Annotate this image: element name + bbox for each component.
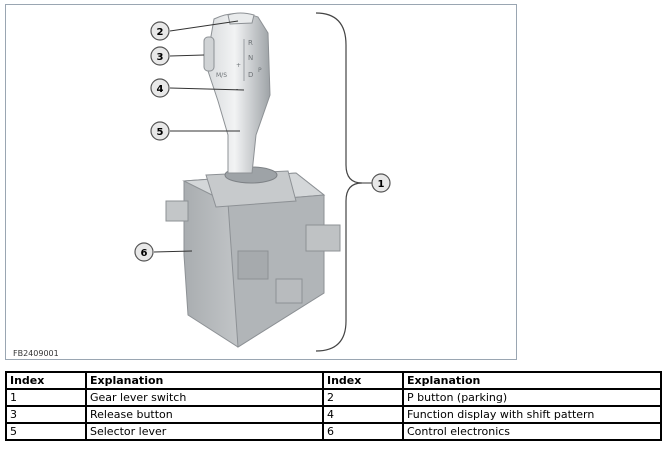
- legend-table: Index Explanation Index Explanation 1 Ge…: [5, 371, 662, 441]
- explanation-cell: Release button: [85, 405, 324, 424]
- callout-6: 6: [134, 242, 154, 262]
- svg-text:1: 1: [378, 179, 385, 190]
- gear-selector-illustration: R N P D M/S + - 2 3: [134, 12, 391, 352]
- explanation-cell: Selector lever: [85, 422, 324, 441]
- figure-panel: R N P D M/S + - 2 3: [5, 4, 517, 360]
- leader-lines: [153, 20, 372, 253]
- index-cell: 5: [5, 422, 87, 441]
- svg-text:4: 4: [157, 84, 164, 95]
- index-cell: 3: [5, 405, 87, 424]
- index-cell: 4: [322, 405, 404, 424]
- table-row: 1 Gear lever switch 2 P button (parking): [5, 388, 662, 407]
- callout-4: 4: [150, 78, 170, 98]
- release-button: [203, 36, 215, 72]
- lever-mark-plus: +: [236, 62, 241, 69]
- header-index: Index: [5, 371, 87, 390]
- explanation-cell: P button (parking): [402, 388, 662, 407]
- svg-text:2: 2: [157, 27, 164, 38]
- figure-code: FB2409001: [13, 349, 59, 358]
- table-row: 5 Selector lever 6 Control electronics: [5, 422, 662, 441]
- explanation-cell: Control electronics: [402, 422, 662, 441]
- lever-mark-p: P: [258, 67, 262, 74]
- index-cell: 6: [322, 422, 404, 441]
- svg-text:5: 5: [157, 127, 164, 138]
- header-explanation: Explanation: [402, 371, 662, 390]
- callout-1: 1: [371, 173, 391, 193]
- explanation-cell: Function display with shift pattern: [402, 405, 662, 424]
- selector-lever: [205, 13, 271, 174]
- explanation-cell: Gear lever switch: [85, 388, 324, 407]
- callout-2: 2: [150, 21, 170, 41]
- lever-mark-ms: M/S: [216, 72, 227, 79]
- header-explanation: Explanation: [85, 371, 324, 390]
- svg-text:3: 3: [157, 52, 164, 63]
- assembly-brace: [315, 12, 363, 352]
- lever-mark-r: R: [248, 39, 253, 47]
- control-electronics-housing: [165, 170, 341, 348]
- callout-5: 5: [150, 121, 170, 141]
- svg-text:6: 6: [141, 248, 148, 259]
- legend-header-row: Index Explanation Index Explanation: [5, 371, 662, 390]
- index-cell: 2: [322, 388, 404, 407]
- header-index: Index: [322, 371, 404, 390]
- table-row: 3 Release button 4 Function display with…: [5, 405, 662, 424]
- lever-mark-d: D: [248, 71, 253, 79]
- callout-3: 3: [150, 46, 170, 66]
- index-cell: 1: [5, 388, 87, 407]
- lever-mark-n: N: [248, 54, 253, 62]
